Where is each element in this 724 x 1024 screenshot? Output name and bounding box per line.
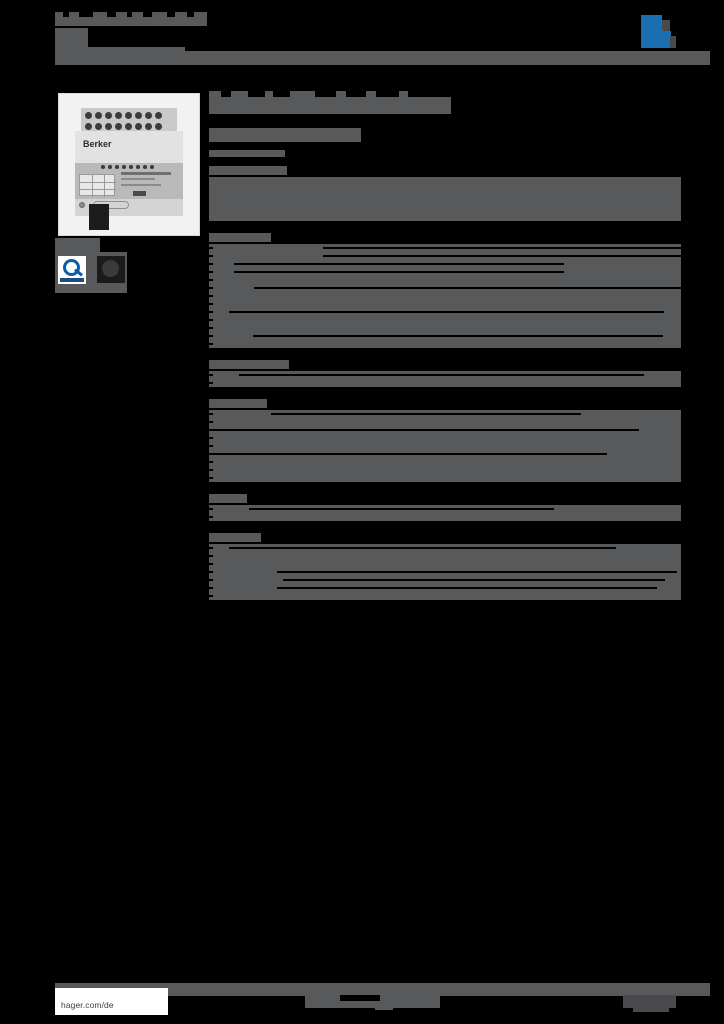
spec-row [209,568,681,576]
spec-row [209,426,681,434]
section-approvals-heading [209,533,681,542]
spec-row [209,410,681,418]
spec-row [209,544,681,552]
spec-row [209,292,681,300]
header-rule [55,51,710,65]
spec-row [209,576,681,584]
article-number-redacted [209,150,285,157]
quality-seal-thumbnail[interactable] [58,256,86,284]
spec-row [209,332,681,340]
spec-row [209,260,681,268]
section-connection-heading [209,360,681,369]
spec-row [209,276,681,284]
spec-row [209,308,681,316]
thumbnail-strip [55,238,145,293]
spec-row [209,560,681,568]
section-approvals [209,533,681,600]
spec-row [209,584,681,592]
page-title [209,88,681,114]
spec-row [209,284,681,292]
section-spacer [209,222,681,233]
brand-title [55,8,210,55]
product-subtitle-redacted [209,128,361,142]
page-footer: hager.com/de [55,983,710,1015]
spec-row [209,552,681,560]
spec-row [209,434,681,442]
spec-row [209,340,681,348]
spec-row [209,513,681,521]
publisher-url[interactable]: hager.com/de [61,1000,114,1010]
spec-row [209,474,681,482]
section-technical-data-heading [209,233,681,242]
spec-row [209,458,681,466]
spec-row [209,244,681,252]
section-spacer [209,388,681,399]
spec-row [209,316,681,324]
hager-logo-icon [641,12,679,50]
section-technical-data [209,233,681,348]
spec-row [209,379,681,387]
spec-row [209,252,681,260]
section-description-heading [209,166,681,175]
section-dimensions [209,494,681,521]
product-image[interactable]: Berker [58,93,200,236]
spec-row [209,300,681,308]
header-rule-accent [55,51,200,65]
section-spacer [209,349,681,360]
product-thumbnail[interactable] [97,256,125,283]
spec-row [209,466,681,474]
section-connection [209,360,681,387]
device-illustration: Berker [71,108,186,230]
footer-right-redacted [623,995,676,1008]
footer-rule [55,983,710,996]
device-brand-label: Berker [83,139,112,149]
section-installation-heading [209,399,681,408]
section-installation [209,399,681,482]
section-description [209,166,681,221]
spec-row [209,371,681,379]
section-dimensions-heading [209,494,681,503]
spec-row [209,177,681,221]
spec-row [209,418,681,426]
publisher-url-box[interactable]: hager.com/de [55,988,168,1015]
spec-row [209,592,681,600]
footer-center-redacted [305,995,440,1008]
spec-sections [209,166,681,600]
product-content [209,88,681,601]
spec-row [209,268,681,276]
section-spacer [209,483,681,494]
spec-row [209,450,681,458]
section-spacer [209,522,681,533]
spec-row [209,505,681,513]
spec-row [209,442,681,450]
spec-row [209,324,681,332]
